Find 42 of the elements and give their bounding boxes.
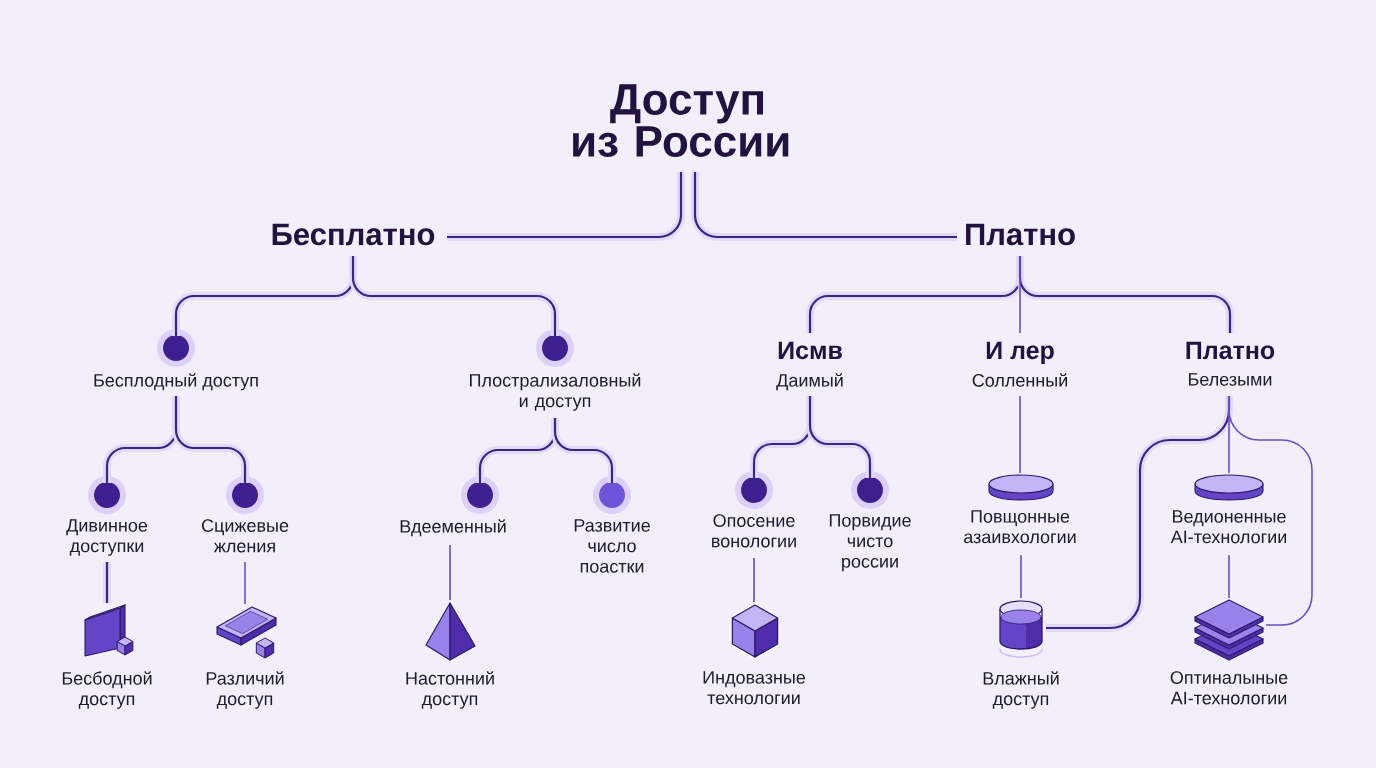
- node-label: Настонний доступ: [406, 671, 494, 709]
- connector-line: [244, 561, 246, 605]
- category-heading: И лер: [986, 341, 1054, 365]
- node-label: Бесплодный доступ: [94, 373, 258, 391]
- connector-line: [1046, 396, 1233, 632]
- branch-heading: Платно: [966, 223, 1075, 246]
- diagram-title: Доступ из России: [573, 84, 789, 157]
- node-label: Опосение вонологии: [712, 514, 796, 548]
- connector-line: [1019, 255, 1021, 334]
- connector-line: [1228, 554, 1230, 599]
- connector-line: [1228, 395, 1313, 626]
- node-label: Индовазные технологии: [703, 671, 806, 705]
- connector-line: [449, 544, 451, 601]
- connector-line: [806, 396, 874, 478]
- category-label: Белезыми: [1189, 373, 1272, 386]
- node-label: Оптиналыные AI-технологии: [1170, 671, 1288, 705]
- connector-line: [691, 172, 957, 241]
- category-label: Даимый: [776, 373, 843, 391]
- node-label: Повщонные азаивхологии: [964, 510, 1076, 544]
- branch-heading: Бесплатно: [272, 223, 435, 246]
- node-label: Ведионенные AI-технологии: [1170, 510, 1287, 544]
- connector-line: [551, 418, 616, 483]
- node-label: Плострализаловный и доступ: [470, 373, 641, 411]
- category-label: Солленный: [972, 373, 1067, 387]
- connector-line: [172, 396, 249, 483]
- node-label: Вдееменный: [400, 519, 506, 537]
- connector-line: [103, 562, 111, 603]
- node-label: Порвидие чисто россии: [829, 514, 911, 572]
- connector-line: [349, 256, 559, 336]
- connector-line: [447, 172, 685, 241]
- connector-line: [1016, 256, 1234, 333]
- category-heading: Платно: [1186, 341, 1275, 360]
- category-heading: Исмв: [778, 341, 842, 360]
- connector-line: [1020, 554, 1022, 599]
- connector-line: [1019, 395, 1021, 474]
- connector-line: [753, 557, 755, 603]
- node-label: Сцижевые жления: [201, 519, 289, 553]
- node-label: Влажный доступ: [983, 671, 1059, 709]
- node-label: Бесбодной доступ: [62, 671, 152, 709]
- node-label: Различий доступ: [206, 671, 284, 709]
- node-label: Дивинное доступки: [66, 519, 148, 556]
- node-label: Развитие число поастки: [574, 519, 650, 573]
